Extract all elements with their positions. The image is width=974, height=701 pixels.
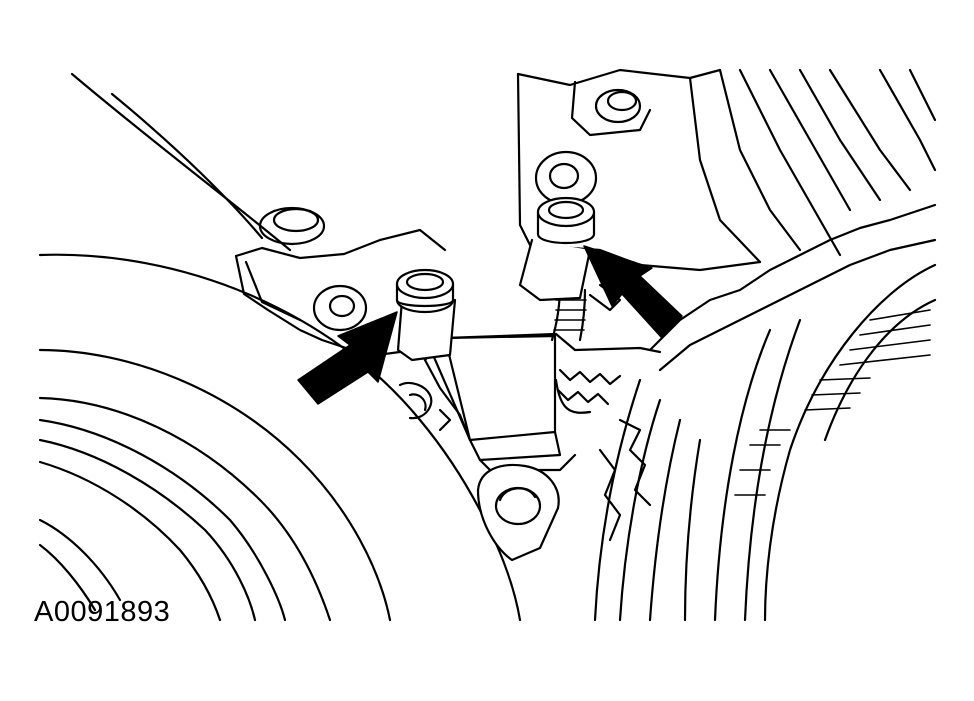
valve-springs — [398, 368, 622, 432]
clutch-drum — [593, 203, 937, 622]
left-actuator-post — [395, 268, 457, 362]
right-actuator-post — [518, 150, 598, 302]
left-housing-block — [234, 206, 447, 358]
figure-id-label: A0091893 — [34, 596, 171, 628]
left-case-outline — [38, 72, 522, 622]
right-callout-arrow — [583, 245, 683, 339]
lower-bolt-boss — [476, 464, 560, 562]
left-callout-arrow — [297, 311, 398, 405]
callout-arrows — [297, 245, 683, 405]
upper-small-boss — [594, 88, 642, 124]
upper-housing — [516, 68, 937, 272]
